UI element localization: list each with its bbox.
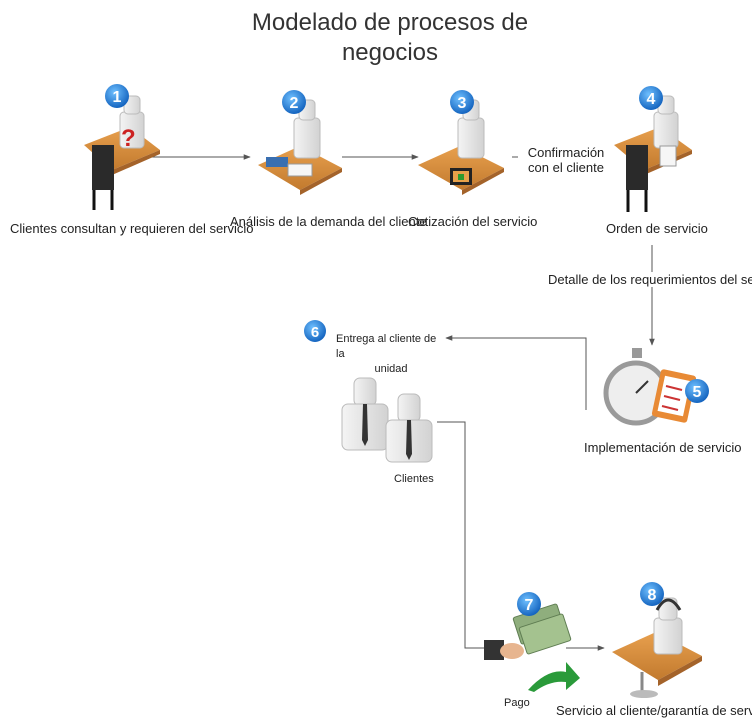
step-6-label-line-1: Entrega al cliente de la: [336, 333, 437, 360]
desk-top: [614, 127, 692, 170]
badge-circle: [640, 582, 664, 606]
desk-side: [462, 168, 504, 195]
badge-circle: [639, 86, 663, 110]
badge-7: 7: [517, 592, 541, 616]
badge-number: 8: [648, 587, 657, 604]
badge-circle: [282, 90, 306, 114]
step-6-label: Entrega al cliente de la unidad: [336, 332, 446, 377]
book-icon: [266, 157, 288, 167]
badge-number: 6: [311, 324, 319, 341]
confirmation-label-line-1: Confirmación: [527, 145, 605, 160]
badge-number: 5: [693, 384, 702, 401]
client-head: [353, 377, 377, 407]
step-4-illustration: [614, 95, 692, 212]
badge-circle: [517, 592, 541, 616]
plus-icon: [458, 174, 464, 180]
money-icon: [518, 613, 572, 655]
badge-8: 8: [640, 582, 664, 606]
step-8-label: Servicio al cliente/garantía de servicio: [556, 703, 752, 718]
chair-base: [630, 690, 658, 698]
title-line-1: Modelado de procesos de: [251, 9, 529, 36]
step-5-label: Implementación de servicio: [584, 440, 742, 455]
arrow-clients-to-7: [437, 421, 493, 651]
confirmation-label-line-2: con el cliente: [528, 160, 604, 175]
clients-label: Clientes: [394, 473, 434, 485]
badge-circle: [685, 379, 709, 403]
tie-icon: [362, 404, 368, 446]
hand-icon: [500, 643, 524, 659]
step-3-illustration: [418, 99, 504, 195]
desk-top: [612, 632, 702, 680]
badge-6: 6: [304, 320, 326, 342]
person-body: [653, 617, 683, 655]
document-icon: [287, 163, 313, 177]
person-body: [653, 111, 679, 149]
step-5-illustration: [603, 348, 697, 426]
checklist-line: [665, 385, 683, 391]
badge-number: 2: [290, 95, 299, 112]
question-icon: ?: [121, 125, 136, 152]
client-head: [397, 393, 421, 423]
step-1-label: Clientes consultan y requieren del servi…: [10, 221, 254, 236]
step-4-label: Orden de servicio: [606, 221, 708, 236]
paper-icon: [659, 145, 677, 167]
desk-side: [658, 656, 702, 686]
stopwatch-hand: [635, 380, 649, 394]
arrow-5-to-6: [445, 335, 587, 410]
chair-back: [92, 145, 114, 190]
sleeve-icon: [484, 640, 504, 660]
headset-icon: [655, 598, 682, 611]
desk-side: [112, 150, 160, 175]
badge-4: 4: [639, 86, 663, 110]
badge-circle: [450, 90, 474, 114]
badge-circle: [304, 320, 326, 342]
step-7-label: Pago: [504, 697, 530, 709]
badge-number: 1: [113, 89, 122, 106]
step-7-illustration: [484, 603, 580, 692]
badge-1: 1: [105, 84, 129, 108]
badge-circle: [105, 84, 129, 108]
detail-label: Detalle de los requerimientos del servic…: [548, 272, 752, 287]
step-2-illustration: [258, 99, 342, 195]
tie-icon: [406, 420, 412, 460]
step-3-label: Cotización del servicio: [408, 214, 538, 229]
title-line-2: negocios: [341, 39, 439, 66]
step-2-label: Análisis de la demanda del cliente: [230, 214, 427, 229]
badge-5: 5: [685, 379, 709, 403]
checklist-line: [663, 395, 681, 401]
stopwatch-crown-icon: [632, 348, 642, 358]
checklist-line: [661, 405, 679, 411]
badge-number: 4: [647, 91, 656, 108]
desk-side: [300, 168, 342, 195]
badge-3: 3: [450, 90, 474, 114]
clients-illustration: [341, 377, 433, 463]
person-body: [293, 117, 321, 159]
chair-back: [626, 145, 648, 190]
badge-2: 2: [282, 90, 306, 114]
step-6-label-line-2: unidad: [374, 363, 408, 375]
diagram-title: Modelado de procesos de negocios: [240, 8, 540, 68]
step-1-illustration: ?: [84, 95, 160, 210]
badge-number: 3: [458, 95, 467, 112]
step-8-illustration: [612, 597, 702, 698]
return-arrow-icon: [528, 662, 580, 692]
confirmation-label: Confirmación con el cliente: [518, 145, 614, 175]
person-body: [457, 117, 485, 159]
badge-number: 7: [525, 597, 534, 614]
